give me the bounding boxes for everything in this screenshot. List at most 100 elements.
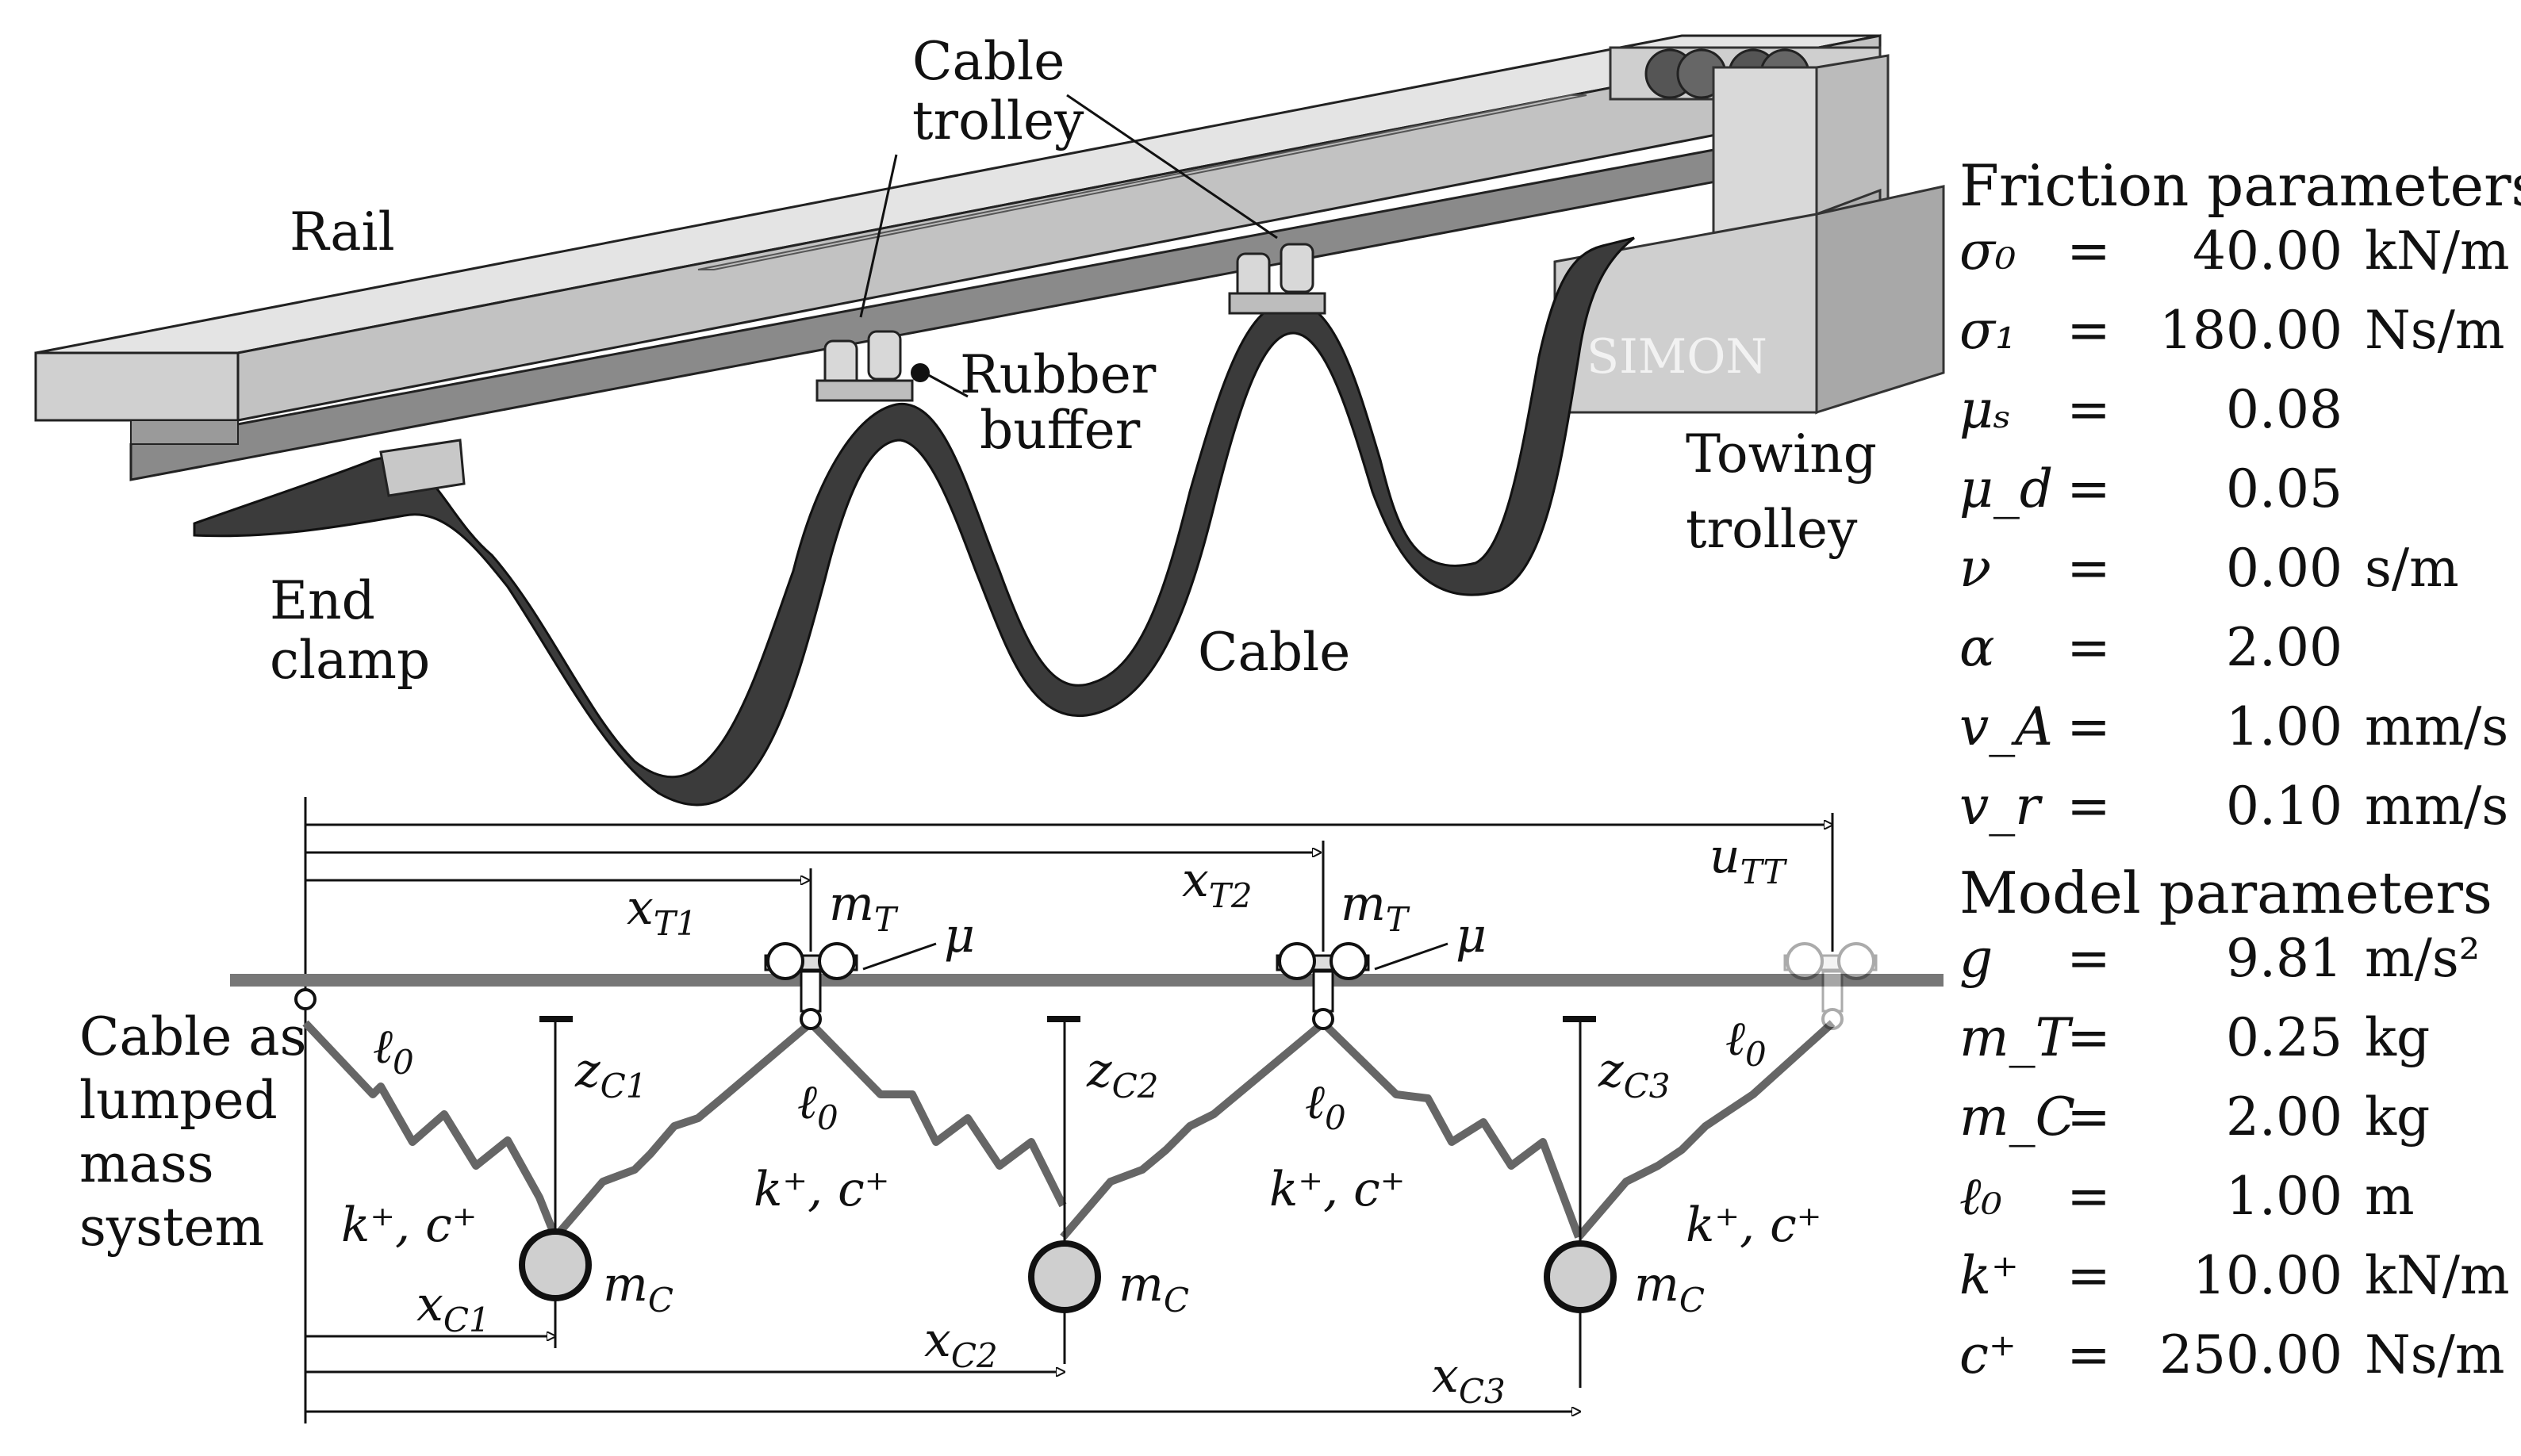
cable-label: Cable — [1198, 622, 1350, 683]
model-labels: uTT xT2 xT1 mT mT μ μ ℓ0 ℓ0 ℓ0 ℓ0 zC1 zC… — [79, 829, 1821, 1411]
illustration-labels: Rail Cable trolley Rubber buffer Towing … — [270, 31, 1877, 691]
lumped-label-3: mass — [79, 1133, 214, 1194]
parameter-equals: = — [2066, 776, 2111, 837]
u-tt-label: uTT — [1709, 829, 1787, 891]
k-c-label-2: k⁺, c⁺ — [754, 1162, 889, 1217]
x-t2-label: xT2 — [1182, 853, 1253, 915]
parameter-equals: = — [2066, 220, 2111, 282]
parameter-unit: m/s² — [2365, 928, 2481, 989]
parameter-equals: = — [2066, 1245, 2111, 1306]
z-references — [539, 1016, 1596, 1388]
parameter-value: 1.00 — [2226, 1166, 2343, 1227]
parameter-symbol: k⁺ — [1959, 1245, 2019, 1306]
parameter-symbol: α — [1959, 617, 1995, 678]
k-c-label-4: k⁺, c⁺ — [1686, 1197, 1821, 1253]
illustration-and-model: SIMON Rail Cable trolley Rubber buffer T… — [34, 31, 1945, 1423]
towing-trolley-illustration: SIMON — [1553, 46, 1945, 415]
trolley-nodes — [294, 942, 1878, 1030]
parameter-table: Friction parameters σ₀ = 40.00 kN/m σ₁ = 180.0… — [1959, 151, 2521, 1404]
m-t-label-2: mT — [1341, 876, 1410, 939]
parameter-row: μ_d=0.05 — [1959, 458, 2515, 538]
friction-parameters-title: Friction parameters — [1959, 152, 2521, 219]
cable-trolley-1 — [815, 330, 930, 402]
parameter-unit: Ns/m — [2365, 1324, 2505, 1385]
m-c-label-3: mC — [1634, 1257, 1705, 1320]
parameter-value: 0.10 — [2226, 776, 2343, 837]
parameter-value: 0.08 — [2226, 379, 2343, 440]
m-c-label-2: mC — [1119, 1257, 1189, 1320]
parameter-value: 9.81 — [2226, 928, 2343, 989]
parameter-unit: s/m — [2365, 538, 2459, 599]
k-c-label-1: k⁺, c⁺ — [341, 1197, 477, 1253]
parameter-value: 180.00 — [2159, 300, 2343, 361]
parameter-equals: = — [2066, 696, 2111, 757]
end-clamp-part — [379, 439, 466, 497]
k-c-label-3: k⁺, c⁺ — [1269, 1162, 1405, 1217]
parameter-value: 10.00 — [2193, 1245, 2343, 1306]
mass-c3 — [1544, 1240, 1617, 1313]
parameter-unit: kN/m — [2365, 1245, 2510, 1306]
model-rail — [230, 974, 1944, 987]
z-c2-label: zC2 — [1086, 1043, 1158, 1105]
l0-label-2: ℓ0 — [797, 1075, 838, 1137]
cable-ribbon — [193, 236, 1635, 807]
mass-c2 — [1028, 1240, 1101, 1313]
parameter-symbol: σ₁ — [1959, 300, 2016, 361]
parameter-row: μₛ = 0.08 — [1959, 379, 2515, 458]
parameter-symbol: v_r — [1959, 776, 2040, 837]
towing-trolley-label-2: trolley — [1686, 499, 1858, 560]
cable-trolley-label-1: Cable — [912, 31, 1065, 92]
trolley-t1 — [764, 942, 858, 1030]
parameter-equals: = — [2066, 1166, 2111, 1227]
x-t1-label: xT1 — [627, 880, 697, 943]
parameter-symbol: μₛ — [1959, 379, 2012, 440]
parameter-equals: = — [2066, 1086, 2111, 1148]
rubber-buffer-label-1: Rubber — [960, 344, 1157, 405]
l0-label-3: ℓ0 — [1305, 1075, 1346, 1137]
parameter-value: 40.00 — [2193, 220, 2343, 282]
parameter-symbol: σ₀ — [1959, 220, 2016, 282]
parameter-symbol: g — [1959, 928, 1993, 989]
parameter-unit: mm/s — [2365, 696, 2509, 757]
parameter-row: α = 2.00 — [1959, 617, 2515, 696]
rail-label: Rail — [290, 201, 395, 262]
parameter-value: 250.00 — [2159, 1324, 2343, 1385]
parameter-value: 0.05 — [2226, 458, 2343, 519]
parameter-symbol: μ_d — [1959, 458, 2054, 519]
l0-label-4: ℓ0 — [1725, 1011, 1767, 1074]
parameter-value: 2.00 — [2226, 617, 2343, 678]
m-t-label-1: mT — [829, 876, 899, 939]
parameter-equals: = — [2066, 1007, 2111, 1068]
parameter-equals: = — [2066, 300, 2111, 361]
springs — [302, 1020, 1836, 1240]
parameter-row: ℓ₀ = 1.00 m — [1959, 1166, 2515, 1245]
m-c-label-1: mC — [603, 1257, 673, 1320]
parameter-value: 0.00 — [2226, 538, 2343, 599]
towing-trolley-label-1: Towing — [1686, 423, 1877, 485]
mass-c1 — [519, 1228, 592, 1301]
parameter-equals: = — [2066, 379, 2111, 440]
cable-masses — [519, 1228, 1617, 1313]
parameter-symbol: ℓ₀ — [1959, 1166, 2002, 1227]
parameter-equals: = — [2066, 617, 2111, 678]
parameter-row: v_r = 0.10 mm/s — [1959, 776, 2515, 855]
mu-label-1: μ — [944, 908, 975, 964]
rubber-buffer-label-2: buffer — [980, 400, 1141, 461]
parameter-unit: m — [2365, 1166, 2415, 1227]
brand-label: SIMON — [1587, 329, 1767, 385]
parameter-unit: kg — [2365, 1007, 2431, 1068]
parameter-unit: mm/s — [2365, 776, 2509, 837]
lumped-label-1: Cable as — [79, 1006, 306, 1067]
rail-illustration — [34, 34, 1882, 481]
parameter-value: 1.00 — [2226, 696, 2343, 757]
